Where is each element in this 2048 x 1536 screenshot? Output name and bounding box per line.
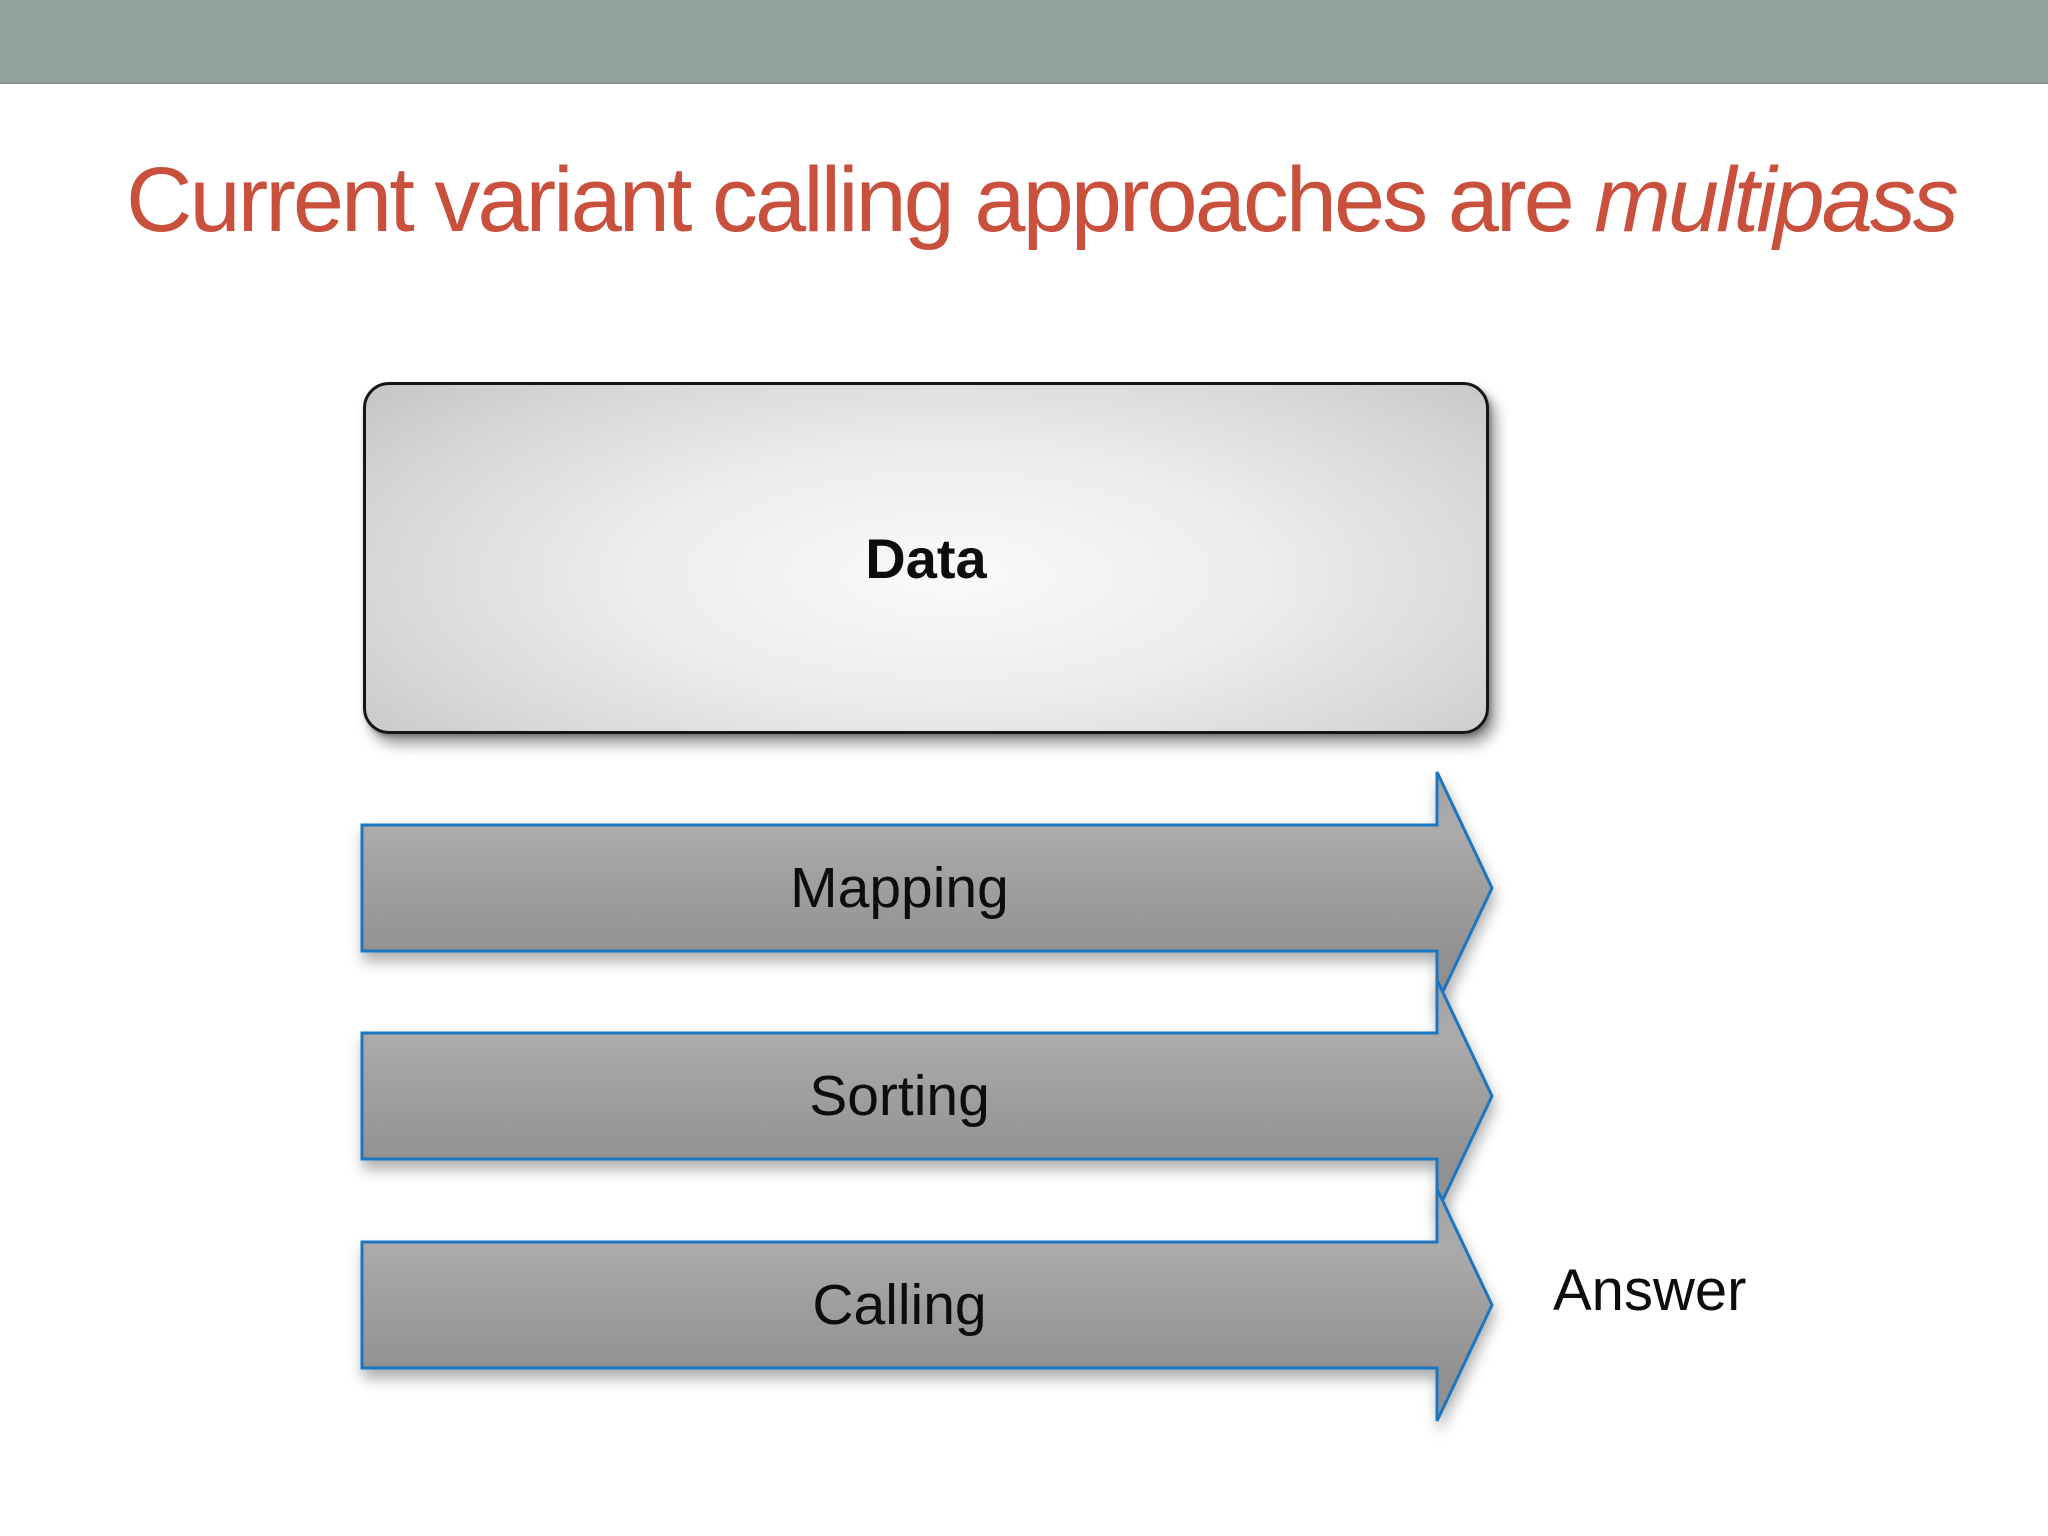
right-arrow-shape — [360, 1188, 1494, 1422]
header-band — [0, 0, 2048, 84]
process-arrow-calling: Calling — [360, 1184, 1500, 1426]
process-arrow-label: Calling — [812, 1273, 987, 1337]
process-arrow-mapping: Mapping — [360, 767, 1500, 1009]
right-arrow-shape — [360, 771, 1494, 1005]
data-box: Data — [363, 382, 1489, 734]
slide-title: Current variant calling approaches are m… — [126, 148, 2006, 253]
process-arrow-sorting: Sorting — [360, 975, 1500, 1217]
process-arrow-label: Mapping — [790, 856, 1009, 920]
right-arrow-shape — [360, 979, 1494, 1213]
data-box-label: Data — [865, 526, 987, 590]
process-arrow-label: Sorting — [809, 1064, 990, 1128]
slide-title-italic-text: multipass — [1594, 149, 1959, 251]
slide-title-regular-text: Current variant calling approaches are — [126, 149, 1595, 251]
answer-label: Answer — [1553, 1258, 1747, 1323]
